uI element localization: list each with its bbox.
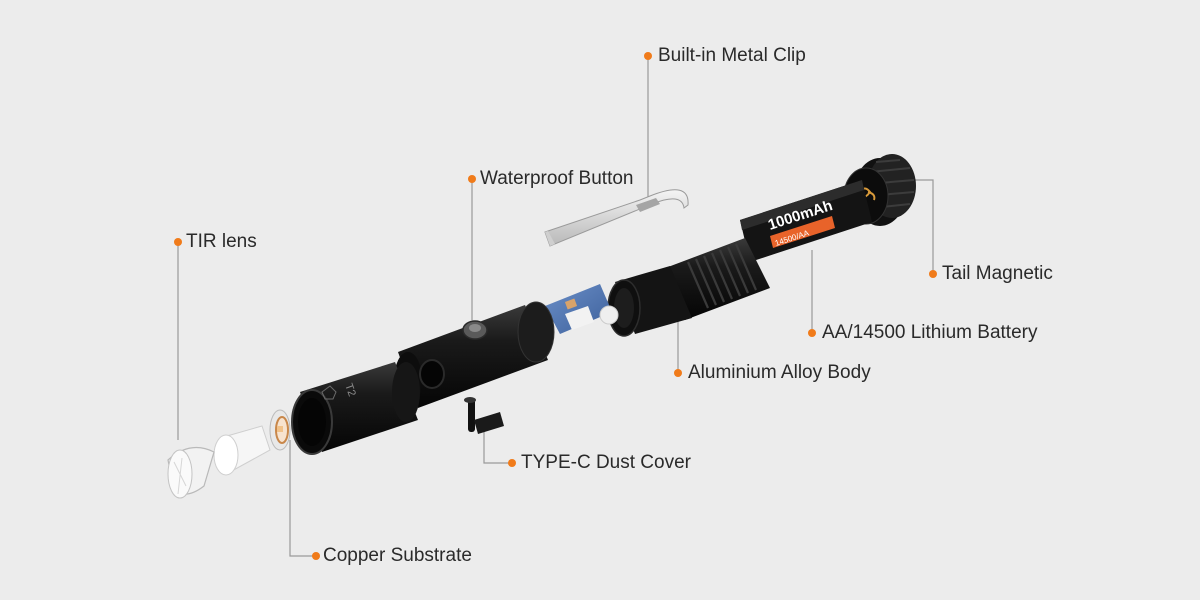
tir-dot-icon (174, 238, 182, 246)
body-tube (607, 238, 770, 337)
typec-dust-cover (464, 397, 504, 434)
leader-copper (289, 440, 316, 557)
copper-substrate (269, 409, 291, 451)
label-battery: AA/14500 Lithium Battery (822, 322, 1038, 343)
label-built-in-metal-clip: Built-in Metal Clip (658, 45, 806, 66)
leader-dust (483, 430, 512, 464)
label-copper-substrate: Copper Substrate (323, 545, 472, 566)
dust-dot-icon (508, 459, 516, 467)
leader-lines (177, 57, 934, 557)
driver-board (545, 284, 619, 334)
head-section: T2 (291, 362, 420, 455)
battery: 1000mAh 14500/AA (740, 180, 872, 262)
switch-section (394, 301, 555, 408)
metal-clip (544, 189, 689, 247)
head-print-text: T2 (342, 382, 358, 398)
battery-dot-icon (808, 329, 816, 337)
label-typec-dust-cover: TYPE-C Dust Cover (521, 452, 691, 473)
label-tir-lens: TIR lens (186, 231, 257, 252)
body-dot-icon (674, 369, 682, 377)
tail-dot-icon (929, 270, 937, 278)
label-aluminium-alloy-body: Aluminium Alloy Body (688, 362, 871, 383)
label-tail-magnetic: Tail Magnetic (942, 263, 1053, 284)
button-dot-icon (468, 175, 476, 183)
tir-lens (167, 446, 215, 499)
lens-holder (213, 425, 271, 476)
clip-dot-icon (644, 52, 652, 60)
label-waterproof-button: Waterproof Button (480, 168, 634, 189)
copper-dot-icon (312, 552, 320, 560)
